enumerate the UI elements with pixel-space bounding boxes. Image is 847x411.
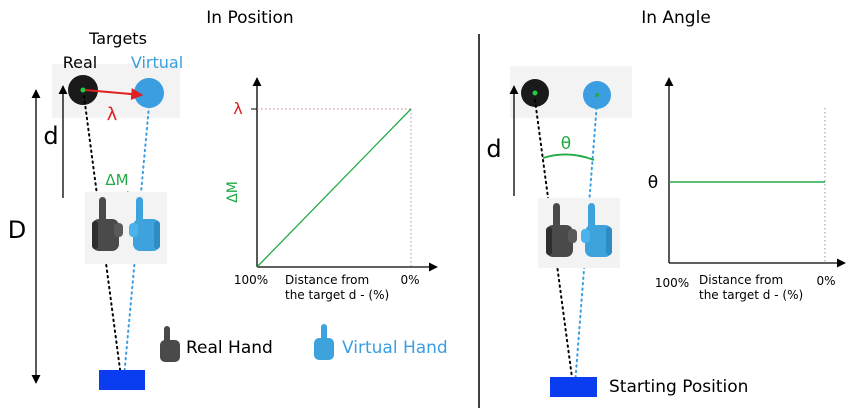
virtual-trajectory xyxy=(123,105,150,378)
real-trajectory xyxy=(83,95,122,378)
legend-real-hand: Real Hand xyxy=(186,338,273,358)
lambda-label: λ xyxy=(107,104,118,125)
left-plot-y-label: ΔM xyxy=(225,181,241,203)
real-target-label: Real xyxy=(63,53,98,72)
D-label: D xyxy=(8,216,26,244)
left-plot-x-label-line2: the target d - (%) xyxy=(285,288,389,302)
left-plot-x-start: 100% xyxy=(234,273,268,287)
virtual-hand-icon xyxy=(129,197,160,251)
theta-arc xyxy=(542,153,595,161)
right-plot-x-end: 0% xyxy=(816,274,835,288)
left-starting-block xyxy=(99,370,145,390)
left-plot-x-label-line1: Distance from xyxy=(285,273,369,287)
theta-label: θ xyxy=(561,134,571,154)
right-plot-y-tick: θ xyxy=(648,173,658,193)
virtual-target xyxy=(134,78,164,108)
legend-starting-position: Starting Position xyxy=(609,377,748,397)
right-d-label: d xyxy=(486,135,501,163)
left-panel-title: In Position xyxy=(206,8,293,28)
real-target-center xyxy=(80,87,86,93)
right-plot-x-label-line1: Distance from xyxy=(699,273,783,287)
right-virtual-hand-icon xyxy=(581,203,612,257)
left-plot-y-tick: λ xyxy=(233,99,242,118)
right-virtual-trajectory xyxy=(574,101,598,386)
right-plot-x-start: 100% xyxy=(655,276,689,290)
right-virtual-target-center xyxy=(595,93,599,97)
legend-virtual-hand-icon xyxy=(314,324,334,360)
virtual-target-label: Virtual xyxy=(131,53,183,72)
right-panel-title: In Angle xyxy=(641,8,711,28)
targets-label: Targets xyxy=(88,29,147,48)
left-plot-x-end: 0% xyxy=(400,273,419,287)
d-label: d xyxy=(43,122,58,150)
left-hands xyxy=(85,192,167,264)
delta-m-label: ΔM xyxy=(105,171,128,189)
left-plot-series-line xyxy=(256,108,412,268)
right-real-target-center xyxy=(532,90,538,96)
right-starting-block xyxy=(550,377,597,397)
legend-real-hand-icon xyxy=(160,326,180,362)
right-hands xyxy=(538,198,620,268)
right-real-hand-icon xyxy=(546,203,577,257)
legend-virtual-hand: Virtual Hand xyxy=(342,338,448,358)
lambda-arrow xyxy=(84,88,144,101)
right-plot-x-label-line2: the target d - (%) xyxy=(699,288,803,302)
real-hand-icon xyxy=(92,197,123,251)
